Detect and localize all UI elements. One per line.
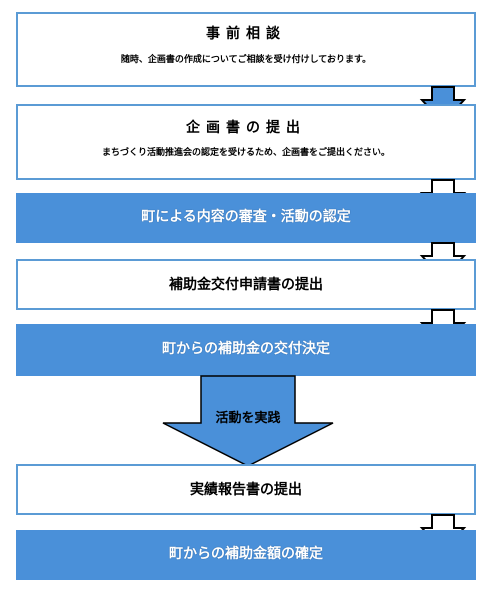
- step-6-title: 実績報告書の提出: [190, 482, 302, 498]
- step-4-box: 補助金交付申請書の提出: [16, 259, 476, 310]
- big-arrow-label: 活動を実践: [215, 411, 281, 426]
- step-2-box: 企画書の提出 まちづくり活動推進会の認定を受けるため、企画書をご提出ください。: [16, 104, 476, 180]
- step-3-box: 町による内容の審査・活動の認定: [16, 193, 476, 243]
- step-5-box: 町からの補助金の交付決定: [16, 324, 476, 376]
- step-2-description: まちづくり活動推進会の認定を受けるため、企画書をご提出ください。: [101, 147, 390, 158]
- step-4-title: 補助金交付申請書の提出: [169, 277, 323, 293]
- step-5-title: 町からの補助金の交付決定: [162, 341, 330, 357]
- step-7-title: 町からの補助金額の確定: [169, 546, 323, 562]
- big-down-arrow-icon: [162, 375, 334, 467]
- step-7-box: 町からの補助金額の確定: [16, 530, 476, 580]
- step-2-title: 企画書の提出: [186, 120, 306, 136]
- step-3-title: 町による内容の審査・活動の認定: [141, 209, 351, 225]
- step-1-box: 事前相談 随時、企画書の作成についてご相談を受け付けしております。: [16, 12, 476, 87]
- step-6-box: 実績報告書の提出: [16, 464, 476, 515]
- step-1-title: 事前相談: [206, 26, 286, 42]
- step-1-description: 随時、企画書の作成についてご相談を受け付けしております。: [120, 54, 372, 65]
